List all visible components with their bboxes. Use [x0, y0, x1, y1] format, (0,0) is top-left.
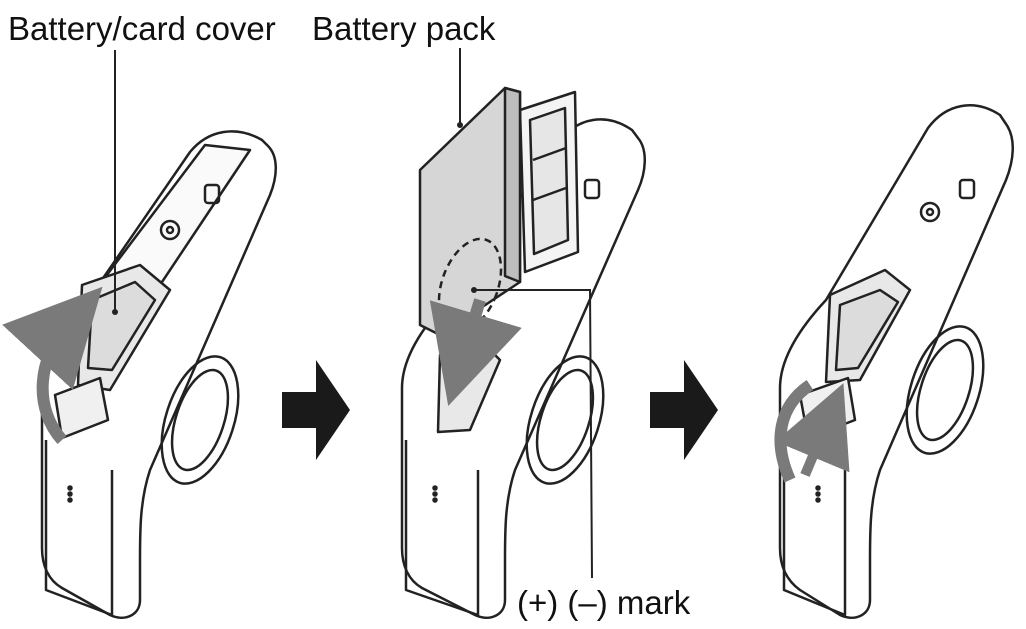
battery-card-cover-label: Battery/card cover — [8, 10, 276, 47]
open-motion-arrow — [2, 286, 103, 445]
polarity-mark-label: (+) (–) mark — [517, 584, 691, 621]
polarity-leader-line — [474, 289, 593, 579]
camera-step-1-illustration — [40, 130, 277, 619]
step-arrow-1 — [282, 360, 350, 460]
battery-pack-illustration — [418, 86, 522, 337]
close-motion-arrow-tip — [775, 383, 850, 477]
camera-step-3-illustration — [778, 104, 1014, 619]
insert-motion-arrow — [429, 298, 522, 406]
step-arrow-2 — [650, 360, 718, 460]
battery-pack-label: Battery pack — [312, 10, 496, 47]
